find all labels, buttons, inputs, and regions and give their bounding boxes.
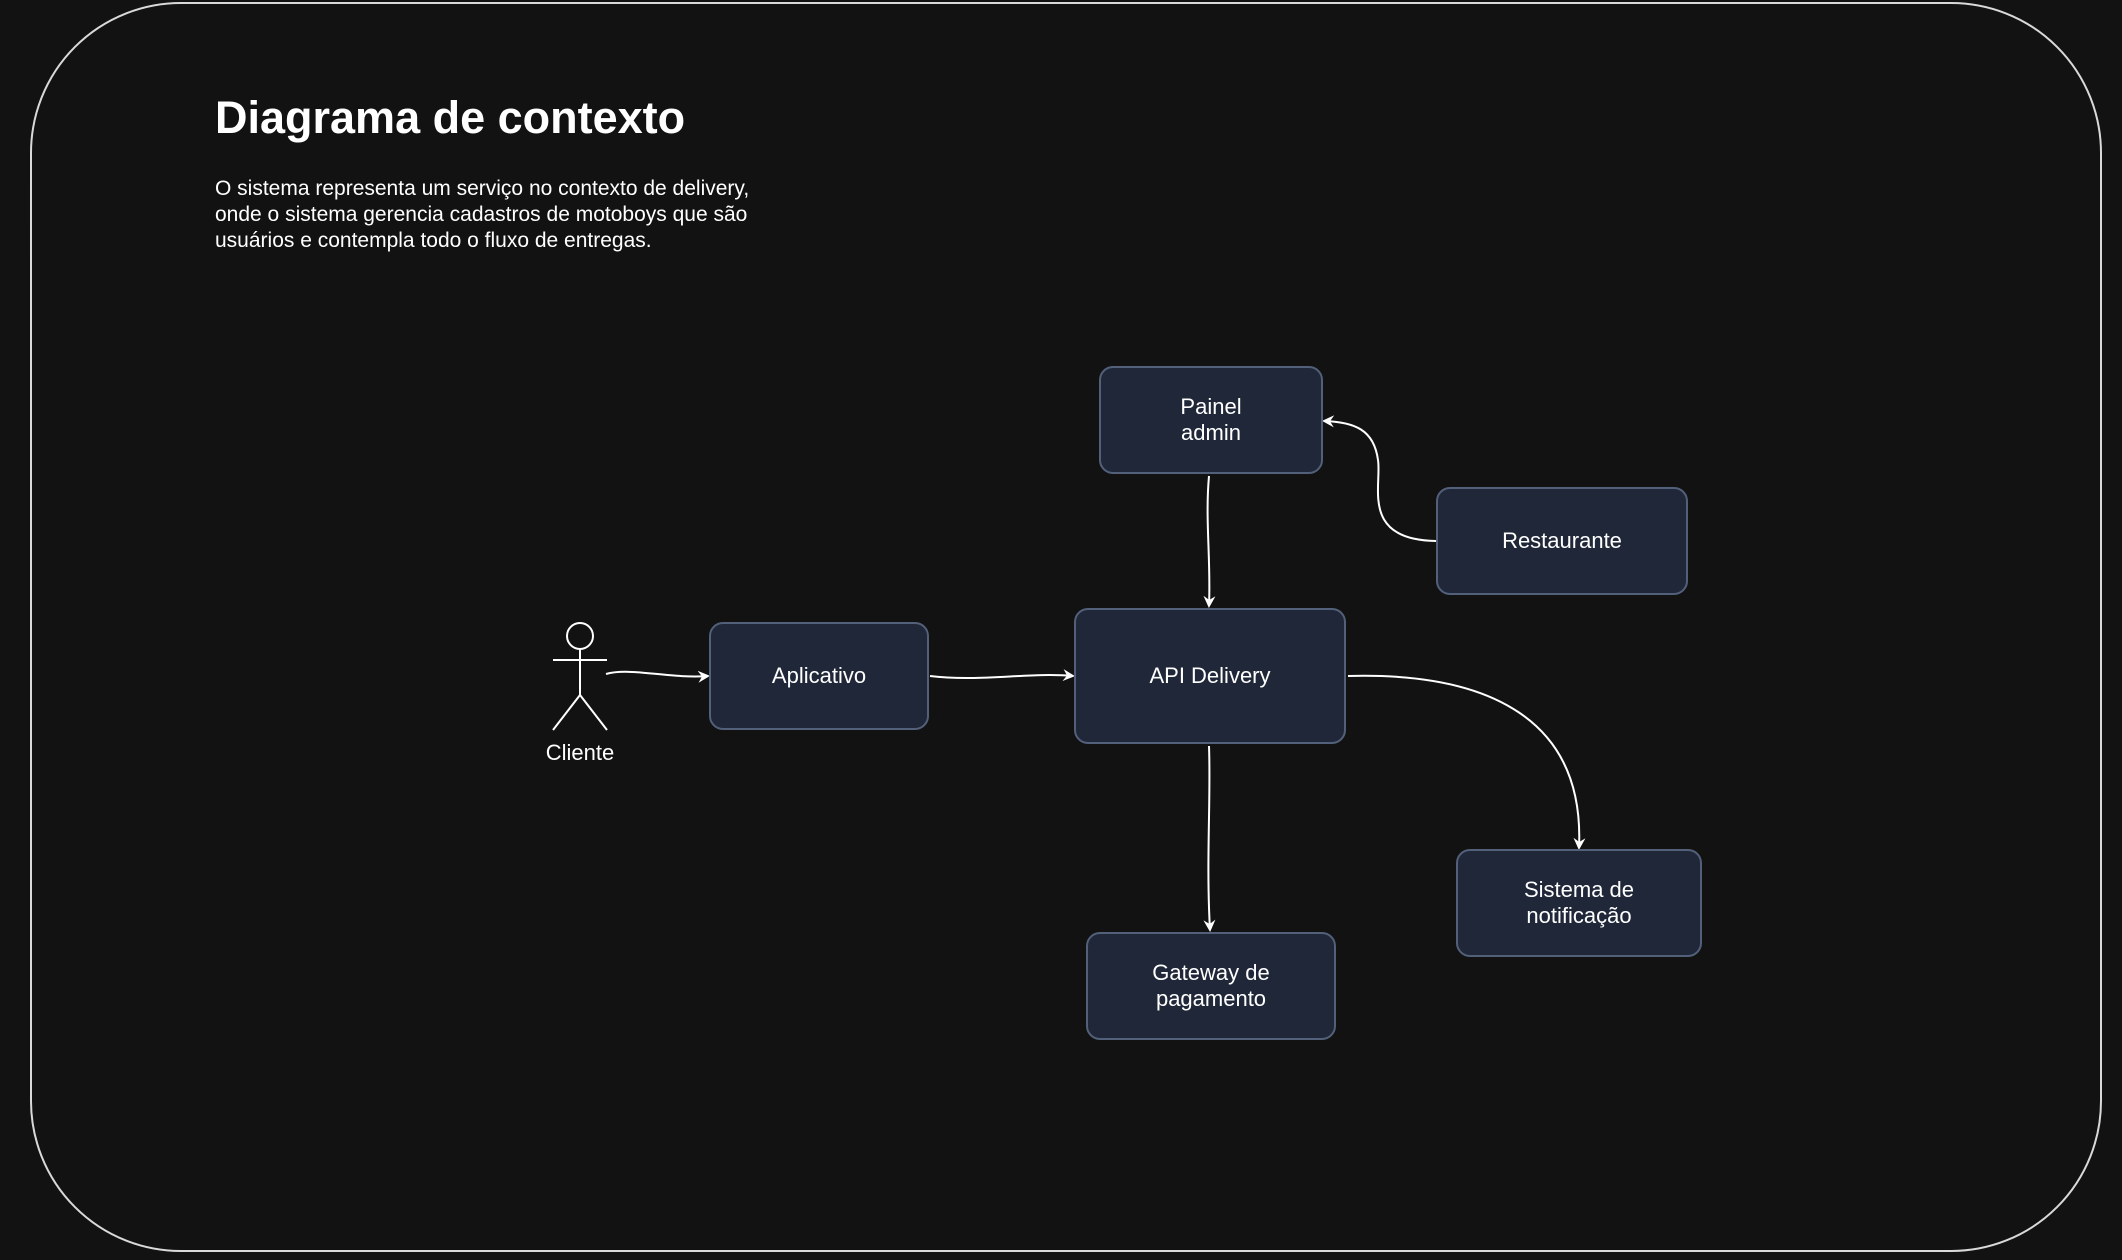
actor-label-cliente: Cliente: [545, 740, 615, 765]
stick-figure-icon: [552, 622, 608, 731]
node-painel-admin: Painel admin: [1099, 366, 1323, 474]
edge-aplicativo-api: [929, 669, 1075, 682]
node-gateway-pagamento: Gateway de pagamento: [1086, 932, 1336, 1040]
node-sistema-notificacao: Sistema de notificação: [1456, 849, 1702, 957]
diagram-description: O sistema representa um serviço no conte…: [215, 177, 750, 252]
node-api-delivery: API Delivery: [1074, 608, 1346, 744]
edge-cliente-aplicativo: [605, 670, 710, 683]
node-restaurante: Restaurante: [1436, 487, 1688, 595]
diagram-frame: [30, 2, 2102, 1252]
diagram-title: Diagrama de contexto: [215, 92, 686, 143]
edge-api-gateway: [1203, 745, 1216, 932]
node-aplicativo: Aplicativo: [709, 622, 929, 730]
edge-restaurante-painel: [1322, 415, 1437, 542]
edge-api-notificacao: [1347, 674, 1586, 850]
edge-painel-api: [1203, 475, 1216, 608]
